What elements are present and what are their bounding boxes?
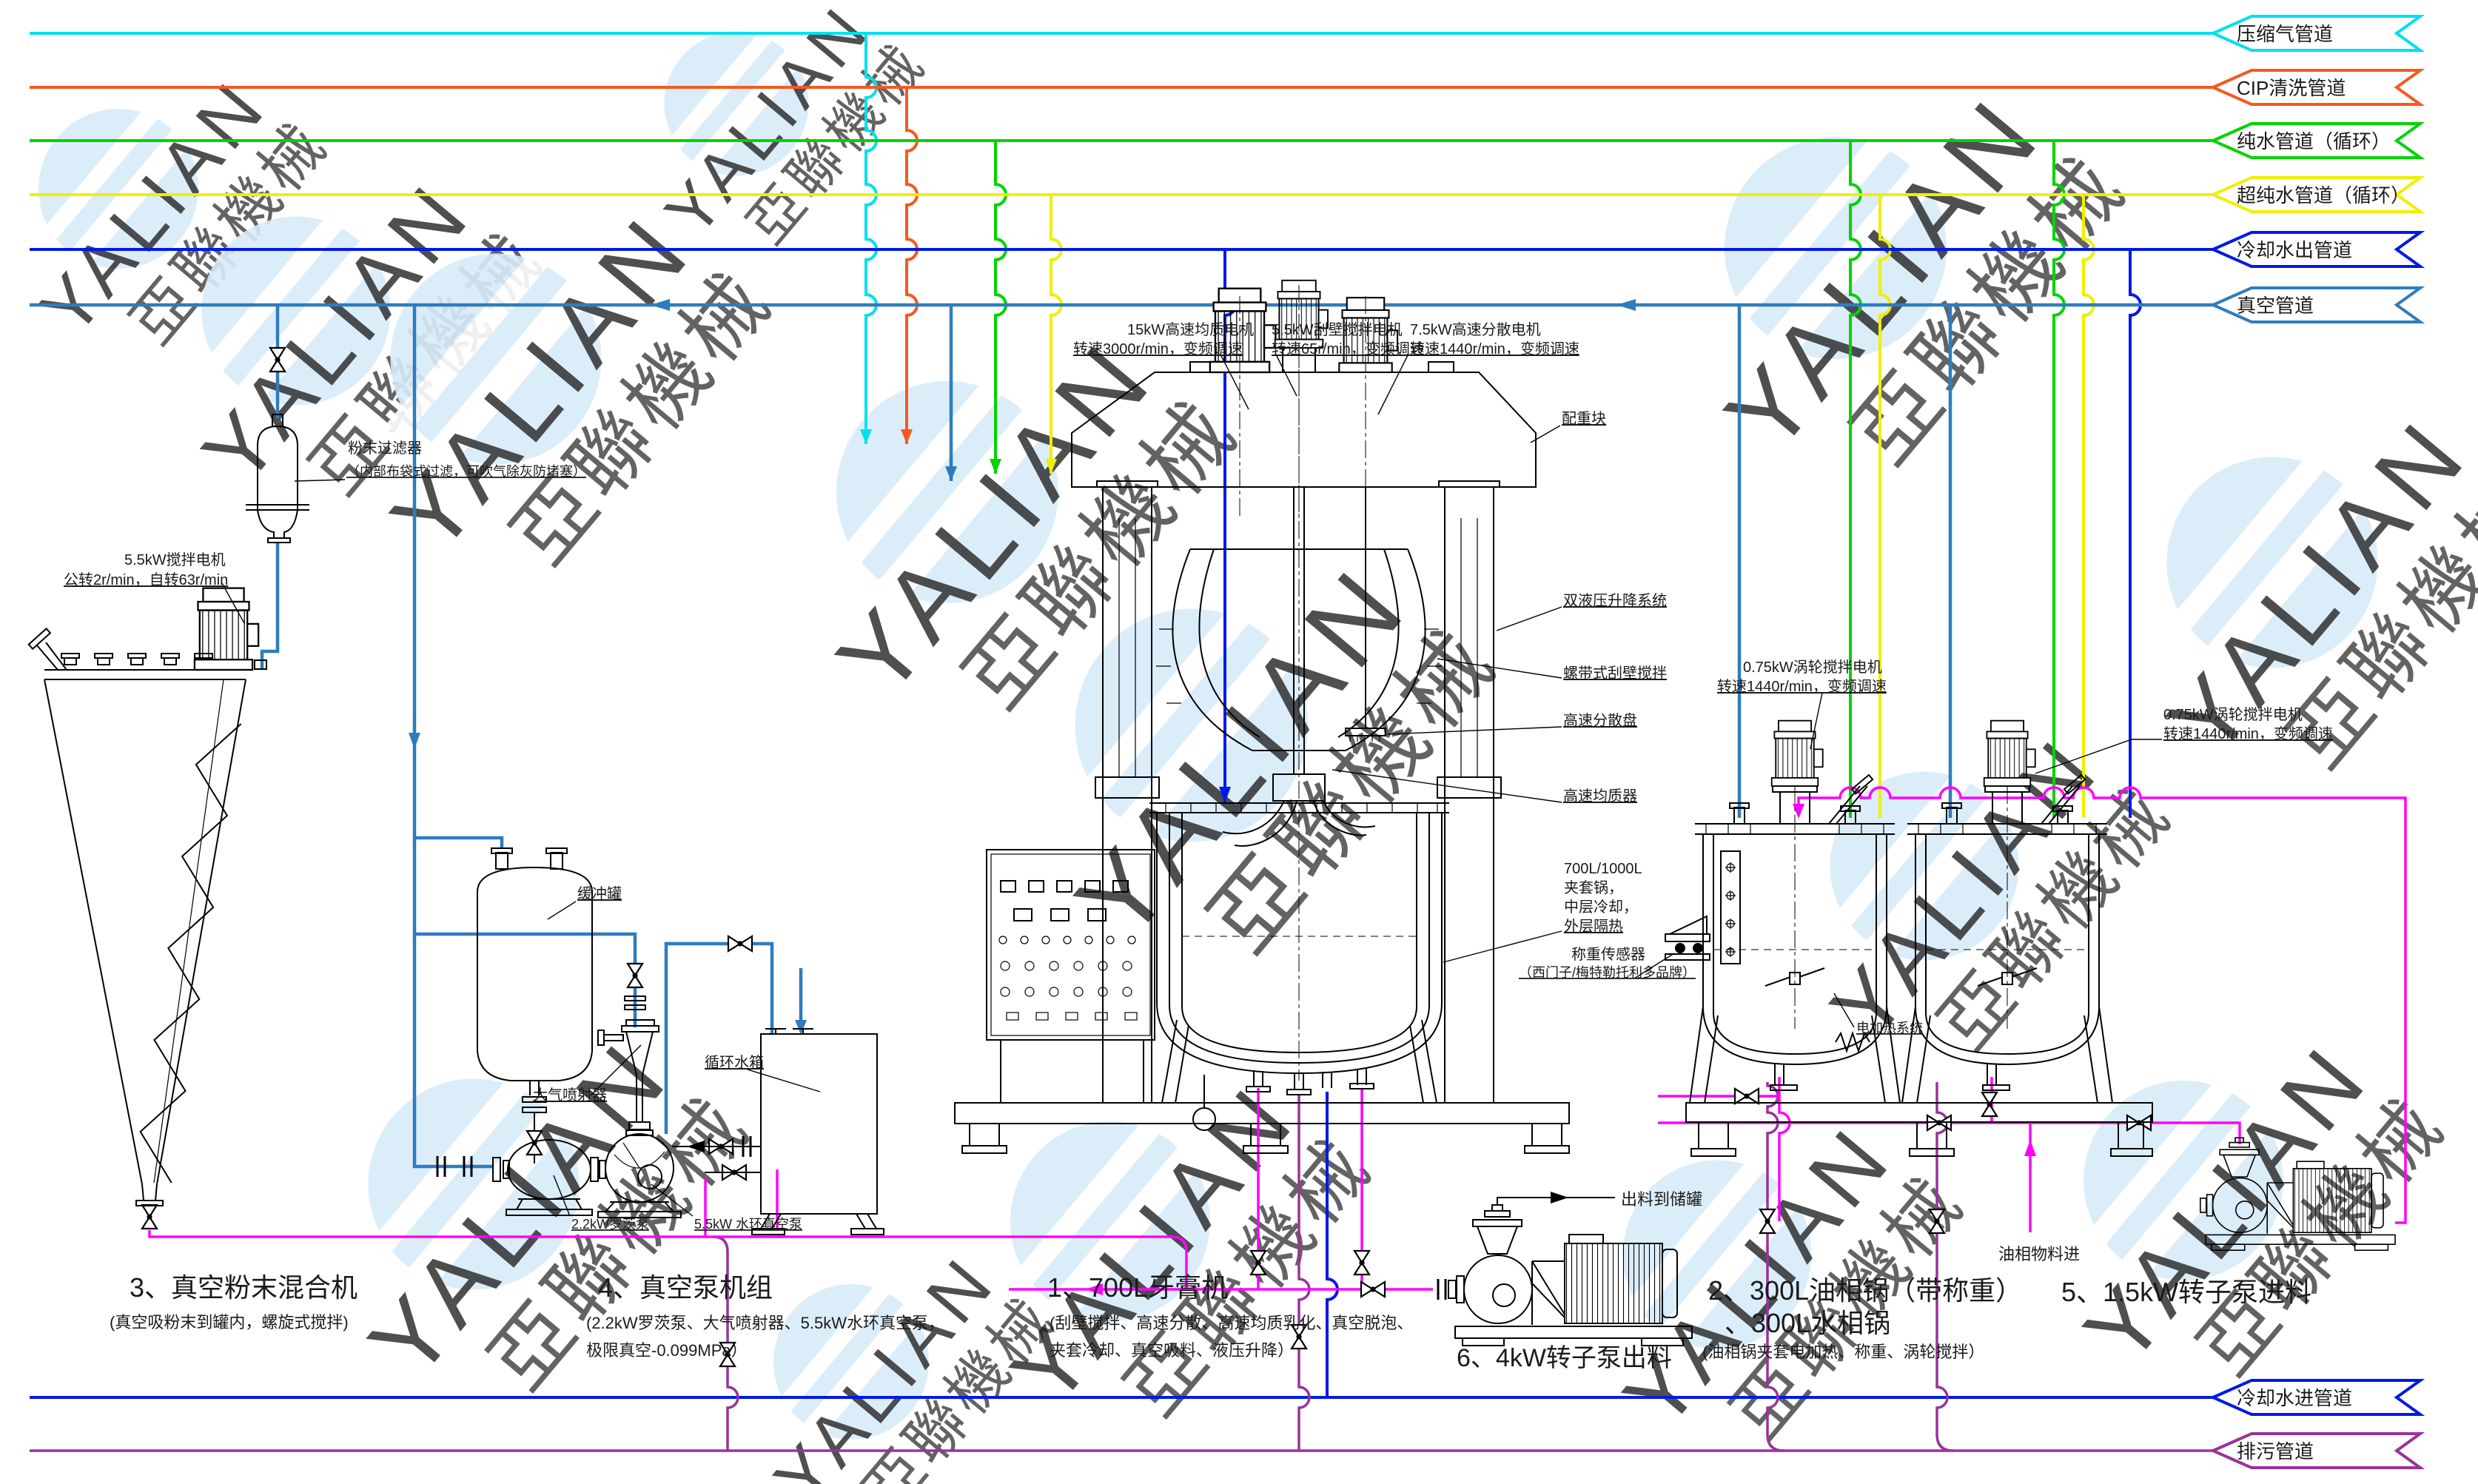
banner-compressed-air-text: 压缩气管道 xyxy=(2237,23,2333,45)
load-cell-label: 称重传感器 xyxy=(1571,946,1645,963)
ejector-label: 大气喷射器 xyxy=(533,1087,607,1104)
vacuum-powder-mixer xyxy=(27,587,267,1206)
note-vacuum-unit-2: 极限真空-0.099MPa） xyxy=(586,1341,748,1360)
powder-filter xyxy=(246,414,309,543)
buffer-tank xyxy=(477,847,593,1164)
ring-pump-label: 5.5kW 水环真空泵 xyxy=(694,1217,802,1232)
cone-motor-label-1: 5.5kW搅拌电机 xyxy=(124,551,226,568)
banner-cooling-in-text: 冷却水进管道 xyxy=(2237,1387,2352,1409)
air-ejector xyxy=(597,1019,659,1122)
jacket-label-3: 中层冷却， xyxy=(1564,899,1638,916)
banner-vacuum: 真空管道 xyxy=(2209,286,2425,323)
turbine-motor-right-label-2: 转速1440r/min，变频调速 xyxy=(2163,725,2333,742)
disc-label: 高速分散盘 xyxy=(1563,712,1637,729)
watermark-layer xyxy=(24,0,2478,1484)
banner-ultrapure-water: 超纯水管道（循环） xyxy=(2209,176,2425,213)
cone-motor-label-2: 公转2r/min，自转63r/min xyxy=(64,571,228,588)
title-outfeed-pump: 6、4kW转子泵出料 xyxy=(1457,1344,1672,1372)
banner-cooling-in: 冷却水进管道 xyxy=(2209,1379,2425,1416)
banner-pure-water-text: 纯水管道（循环） xyxy=(2237,130,2391,152)
title-infeed-pump: 5、1.5kW转子泵进料 xyxy=(2061,1277,2311,1307)
banner-drain-text: 排污管道 xyxy=(2237,1440,2314,1463)
banner-cip-text: CIP清洗管道 xyxy=(2237,77,2346,99)
circulating-water-tank xyxy=(672,1028,884,1235)
disperser-motor-label-2: 转速1440r/min，变频调速 xyxy=(1410,340,1579,357)
banner-cooling-out-text: 冷却水出管道 xyxy=(2237,239,2352,261)
title-phase-pots-1: 2、300L油相锅（带称重） xyxy=(1708,1275,2022,1306)
toothpaste-machine xyxy=(954,279,1570,1154)
pots-frame xyxy=(1685,1102,2153,1157)
water-tank-label: 循环水箱 xyxy=(705,1054,764,1071)
note-toothpaste-2: 夹套冷却、真空吸料、液压升降） xyxy=(1050,1341,1294,1360)
homogenizer-motor-label-2: 转速3000r/min，变频调速 xyxy=(1073,340,1243,357)
load-cell-note: （西门子/梅特勒托利多品牌） xyxy=(1519,965,1696,980)
note-toothpaste-1: (刮壁搅拌、高速分散、高速均质乳化、真空脱泡、 xyxy=(1050,1314,1413,1332)
note-phase-pots: (油相锅夹套电加热、称重、涡轮搅拌） xyxy=(1702,1343,1984,1361)
note-vacuum-unit-1: (2.2kW罗茨泵、大气喷射器、5.5kW水环真空泵， xyxy=(586,1314,944,1332)
oil-in-label: 油相物料进 xyxy=(1998,1245,2080,1263)
roots-pump xyxy=(492,1139,606,1216)
homogenizer-label: 高速均质器 xyxy=(1563,788,1637,805)
title-toothpaste: 1、700L牙膏机 xyxy=(1047,1272,1228,1303)
control-cabinet xyxy=(986,849,1155,1103)
title-phase-pots-2: 、300L水相锅 xyxy=(1725,1308,1890,1338)
banner-vacuum-text: 真空管道 xyxy=(2237,295,2314,317)
ribbon-label: 螺带式刮壁搅拌 xyxy=(1563,665,1667,682)
pipe-arrows xyxy=(409,299,1636,1035)
roots-pump-label: 2.2kW罗茨泵 xyxy=(571,1217,649,1232)
turbine-motor-left-label-1: 0.75kW涡轮搅拌电机 xyxy=(1743,659,1882,676)
powder-filter-label: 粉末过滤器 xyxy=(348,440,422,457)
water-ring-pump xyxy=(597,1121,682,1218)
pipeline-cip xyxy=(30,86,2213,444)
title-vacuum-unit: 4、真空泵机组 xyxy=(598,1272,773,1303)
banner-pure-water: 纯水管道（循环） xyxy=(2209,122,2425,159)
banner-ultrapure-water-text: 超纯水管道（循环） xyxy=(2237,184,2410,207)
jacket-label-2: 夹套锅， xyxy=(1564,879,1623,896)
scraper-motor-label-2: 转速65r/min，变频调速 xyxy=(1272,340,1425,357)
buffer-tank-label: 缓冲罐 xyxy=(577,885,622,902)
note-powder-mixer: (真空吸粉末到罐内，螺旋式搅拌) xyxy=(110,1313,349,1332)
heater-label: 电加热系统 xyxy=(1856,1021,1923,1035)
leader-lines xyxy=(221,352,2162,1217)
title-powder-mixer: 3、真空粉末混合机 xyxy=(130,1272,357,1303)
material-arrows xyxy=(1085,804,2036,1295)
banner-cip: CIP清洗管道 xyxy=(2209,69,2425,106)
banner-cooling-out: 冷却水出管道 xyxy=(2209,231,2425,268)
turbine-motor-left-label-2: 转速1440r/min，变频调速 xyxy=(1717,678,1887,695)
turbine-motor-right-label-1: 0.75kW涡轮搅拌电机 xyxy=(2163,706,2303,723)
hydraulic-label: 双液压升降系统 xyxy=(1563,592,1667,609)
homogenizer-motor-label-1: 15kW高速均质电机 xyxy=(1127,321,1254,338)
counterweight-label: 配重块 xyxy=(1562,410,1606,427)
callout-labels: 粉末过滤器 （内部布袋式过滤，可吹气除灰防堵塞） 5.5kW搅拌电机 公转2r/… xyxy=(64,321,2333,1263)
outfeed-rotor-pump xyxy=(1448,1192,1693,1346)
banner-drain: 排污管道 xyxy=(2209,1432,2425,1469)
oil-phase-pot xyxy=(1665,719,1901,1104)
disperser-motor-label-1: 7.5kW高速分散电机 xyxy=(1410,321,1541,338)
scraper-motor-label-1: 5.5kW刮壁搅拌电机 xyxy=(1272,321,1403,338)
powder-filter-note: （内部布袋式过滤，可吹气除灰防堵塞） xyxy=(346,464,586,479)
pipeline-banners: 压缩气管道 CIP清洗管道 纯水管道（循环） 超纯水管道（循环） 冷却水出管道 … xyxy=(2209,15,2425,1469)
section-titles: 3、真空粉末混合机 (真空吸粉末到罐内，螺旋式搅拌) 4、真空泵机组 (2.2k… xyxy=(110,1272,2311,1372)
jacket-label-4: 外层隔热 xyxy=(1564,918,1623,935)
pipeline-ultrapure-water xyxy=(30,193,2213,818)
jacket-label-1: 700L/1000L xyxy=(1564,861,1642,877)
discharge-label: 出料到储罐 xyxy=(1621,1190,1702,1209)
banner-compressed-air: 压缩气管道 xyxy=(2209,15,2425,52)
